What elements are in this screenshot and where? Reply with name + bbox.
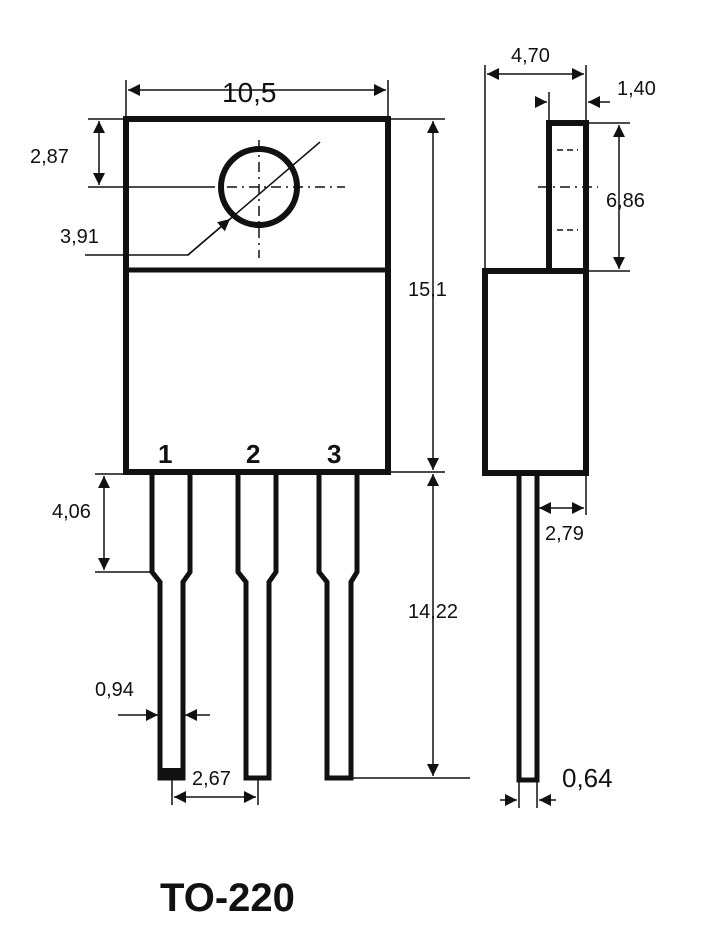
pin-3-label: 3 bbox=[327, 439, 341, 469]
front-view bbox=[123, 116, 391, 781]
side-tab bbox=[546, 120, 589, 274]
dim-body-width: 10,5 bbox=[222, 77, 277, 108]
front-dimensions bbox=[85, 80, 470, 805]
lead-1 bbox=[149, 472, 193, 781]
dim-shoulder-height: 4,06 bbox=[52, 501, 91, 523]
dim-pin-pitch: 2,67 bbox=[192, 768, 231, 790]
dim-body-height: 15,1 bbox=[408, 279, 447, 301]
lead-2 bbox=[235, 472, 279, 781]
package-title: TO-220 bbox=[160, 876, 295, 920]
dim-hole-offset: 2,87 bbox=[30, 146, 69, 168]
pin-1-label: 1 bbox=[158, 439, 172, 469]
lead-3 bbox=[316, 472, 360, 781]
dim-lead-offset: 2,79 bbox=[545, 523, 584, 545]
dim-tab-thickness: 1,40 bbox=[617, 78, 656, 100]
side-body bbox=[482, 268, 589, 476]
side-lead bbox=[516, 470, 540, 783]
dim-lead-length: 14,22 bbox=[408, 601, 458, 623]
pin-2-label: 2 bbox=[246, 439, 260, 469]
lead-1-tip bbox=[160, 768, 183, 780]
dim-tab-height: 6,86 bbox=[606, 190, 645, 212]
package-body bbox=[123, 116, 391, 475]
side-dimensions bbox=[484, 65, 630, 808]
dim-lead-width: 0,94 bbox=[95, 679, 134, 701]
side-view bbox=[482, 120, 598, 783]
dim-lead-thickness: 0,64 bbox=[562, 763, 613, 793]
dim-hole-diameter: 3,91 bbox=[60, 226, 99, 248]
dim-side-thickness: 4,70 bbox=[511, 45, 550, 67]
